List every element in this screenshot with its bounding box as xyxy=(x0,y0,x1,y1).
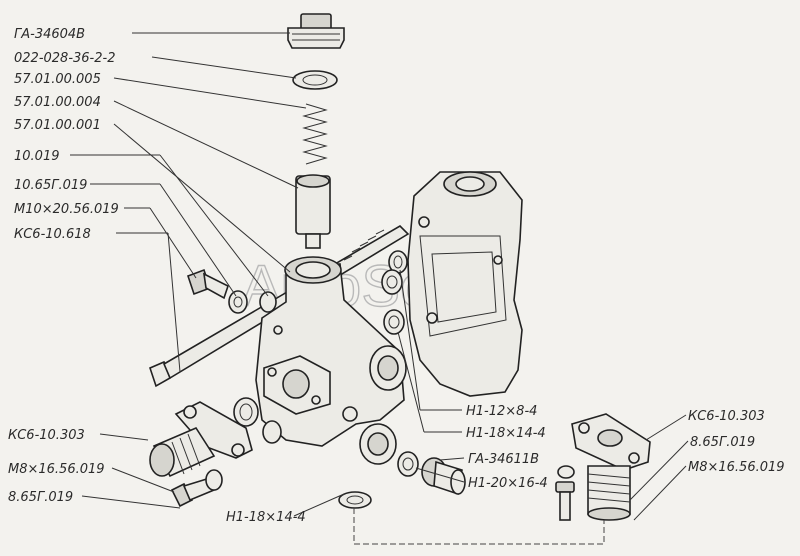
washer-10-019 xyxy=(259,291,277,313)
label-ga-34611v: ГА-34611В xyxy=(468,452,539,467)
plunger-57-01-00-004 xyxy=(295,174,331,249)
plug-ga-34604v xyxy=(287,13,345,49)
gasket-h1-18x14-4-bottom xyxy=(338,491,372,509)
label-8-65g-019-left: 8.65Г.019 xyxy=(8,490,73,505)
label-10-019: 10.019 xyxy=(14,149,60,164)
label-kc6-10-303-right: КС6-10.303 xyxy=(688,409,765,424)
label-h1-18x14-4: Н1-18×14-4 xyxy=(466,426,546,441)
washer-10-65g-019 xyxy=(228,290,248,314)
labels-left: ГА-34604В 022-028-36-2-2 57.01.00.005 57… xyxy=(14,27,119,242)
label-kc6-10-618: КС6-10.618 xyxy=(14,227,91,242)
washer-022-028-36-2-2 xyxy=(292,70,338,90)
labels-bottom-left: КС6-10.303 М8×16.56.019 8.65Г.019 xyxy=(8,428,105,505)
gasket-mid xyxy=(381,269,403,295)
fitting-right-kc6-10-303 xyxy=(571,413,651,521)
label-57-01-00-004: 57.01.00.004 xyxy=(14,95,101,110)
label-h1-12x8-4: Н1-12×8-4 xyxy=(466,404,537,419)
label-h1-18x14-4-bottom: Н1-18×14-4 xyxy=(226,510,306,525)
label-ga-34604v: ГА-34604В xyxy=(14,27,85,42)
label-m8x16-56-019-right: М8×16.56.019 xyxy=(688,460,785,475)
label-kc6-10-303-left: КС6-10.303 xyxy=(8,428,85,443)
gasket-h1-18x14-4 xyxy=(383,309,405,335)
label-10-65g-019: 10.65Г.019 xyxy=(14,178,87,193)
gasket-body-left xyxy=(233,397,259,427)
spring-57-01-00-005 xyxy=(302,103,328,165)
label-8-65g-019-right: 8.65Г.019 xyxy=(690,435,755,450)
label-022-028-36-2-2: 022-028-36-2-2 xyxy=(14,51,115,66)
leader-lines xyxy=(70,32,689,545)
engine-housing-part xyxy=(407,171,523,397)
valve-body-57-01-00-001 xyxy=(255,256,407,465)
label-m8x16-56-019-left: М8×16.56.019 xyxy=(8,462,105,477)
fitting-left-kc6-10-303 xyxy=(149,401,253,478)
plug-ga-34611v xyxy=(421,457,466,496)
labels-right-top: КС6-10.303 8.65Г.019 М8×16.56.019 xyxy=(688,409,785,475)
bolt-m8x16-right xyxy=(555,481,575,521)
label-57-01-00-001: 57.01.00.001 xyxy=(14,118,101,133)
gasket-body-small xyxy=(262,420,282,444)
label-h1-20x16-4: Н1-20×16-4 xyxy=(468,476,548,491)
bolt-m10x20 xyxy=(186,268,229,300)
label-57-01-00-005: 57.01.00.005 xyxy=(14,72,101,87)
label-m10x20-56-019: М10×20.56.019 xyxy=(14,202,119,217)
washer-8-65g-019-left xyxy=(205,469,223,491)
labels-right: Н1-12×8-4 Н1-18×14-4 ГА-34611В Н1-20×16-… xyxy=(466,404,548,491)
gasket-h1-20x16-4 xyxy=(397,451,419,477)
washer-8-65g-019-right xyxy=(557,465,575,479)
